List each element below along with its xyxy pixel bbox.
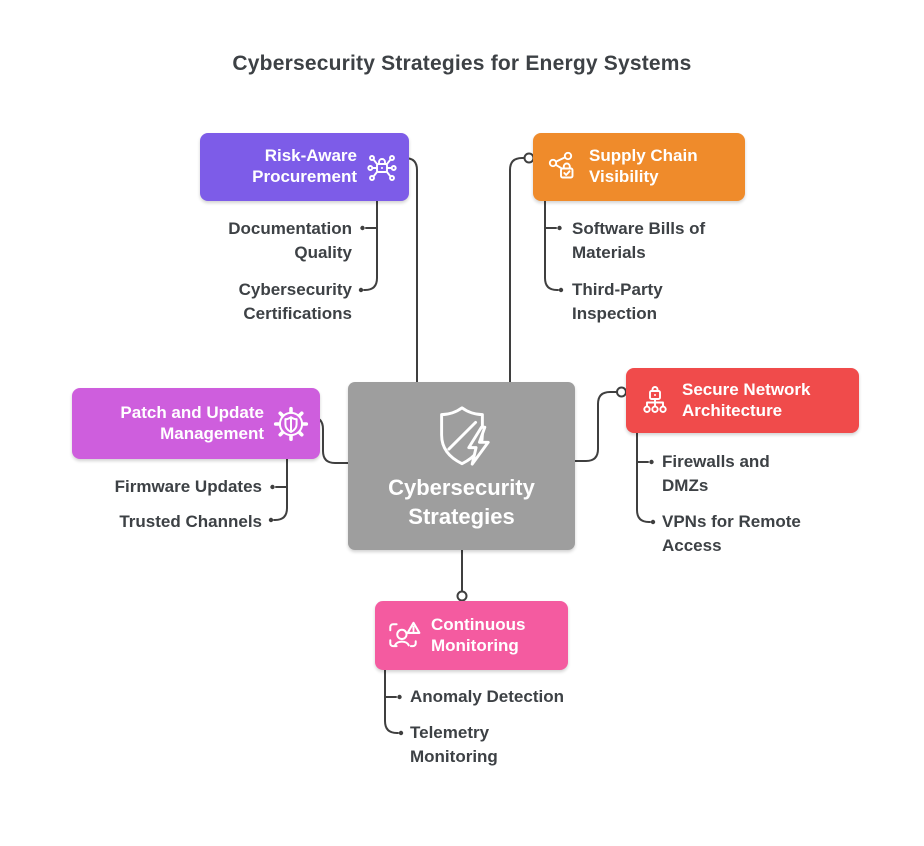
lock-tree-icon bbox=[643, 385, 667, 413]
gear-shield-icon bbox=[273, 406, 309, 441]
sub-telemetry-monitoring: Telemetry Monitoring bbox=[410, 723, 498, 766]
endpoint-secure bbox=[616, 386, 627, 398]
branch-continuous-monitoring: Continuous Monitoring bbox=[375, 601, 568, 670]
central-label: Cybersecurity Strategies bbox=[388, 475, 535, 529]
subline-monitor bbox=[384, 669, 399, 734]
diagram-title: Cybersecurity Strategies for Energy Syst… bbox=[232, 52, 692, 75]
subline-supply bbox=[544, 200, 559, 291]
branch-supply-chain-visibility: Supply Chain Visibility bbox=[533, 133, 745, 201]
sub-firewalls-and-dmzs: Firewalls and DMZs bbox=[662, 452, 770, 495]
sub-firmware-updates: Firmware Updates bbox=[114, 477, 262, 496]
branch-patch-update-management: Patch and Update Management bbox=[72, 388, 320, 459]
subline-secure bbox=[636, 432, 651, 523]
connector-secure-center bbox=[574, 391, 618, 462]
lock-network-icon bbox=[367, 155, 397, 181]
branch-secure-network-architecture: Secure Network Architecture bbox=[626, 368, 859, 433]
central-node: Cybersecurity Strategies bbox=[348, 382, 575, 550]
sub-software-bills-of-materials: Software Bills of Materials bbox=[572, 219, 706, 262]
share-lock-icon bbox=[548, 151, 574, 179]
connector-supply-center bbox=[509, 157, 526, 383]
sub-cybersecurity-certifications: Cybersecurity Certifications bbox=[238, 280, 352, 323]
subline-risk bbox=[363, 200, 378, 291]
branch-label: Secure Network Architecture bbox=[682, 379, 811, 420]
subline-patch bbox=[273, 458, 288, 521]
branch-label: Continuous Monitoring bbox=[431, 614, 526, 655]
branch-risk-aware-procurement: Risk-Aware Procurement bbox=[200, 133, 409, 201]
branch-label: Patch and Update Management bbox=[120, 402, 264, 443]
sub-trusted-channels: Trusted Channels bbox=[119, 512, 262, 531]
sub-documentation-quality: Documentation Quality bbox=[228, 219, 352, 262]
sub-vpns-for-remote-access: VPNs for Remote Access bbox=[662, 512, 801, 555]
scan-alert-icon bbox=[389, 621, 421, 647]
sub-third-party-inspection: Third-Party Inspection bbox=[572, 280, 663, 323]
endpoint-monitor bbox=[456, 590, 468, 602]
shield-bolt-icon bbox=[439, 406, 490, 466]
sub-anomaly-detection: Anomaly Detection bbox=[410, 687, 564, 706]
branch-label: Supply Chain Visibility bbox=[589, 146, 698, 186]
branch-label: Risk-Aware Procurement bbox=[252, 146, 357, 186]
